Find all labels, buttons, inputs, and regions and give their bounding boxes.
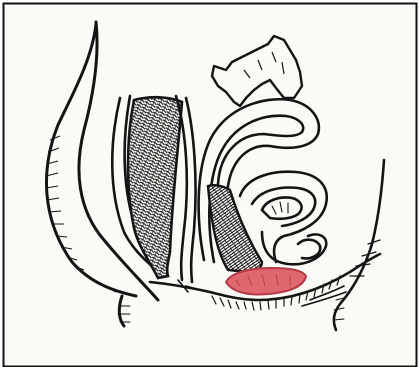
sketch-canvas xyxy=(0,0,420,367)
anatomical-sketch xyxy=(0,0,420,367)
